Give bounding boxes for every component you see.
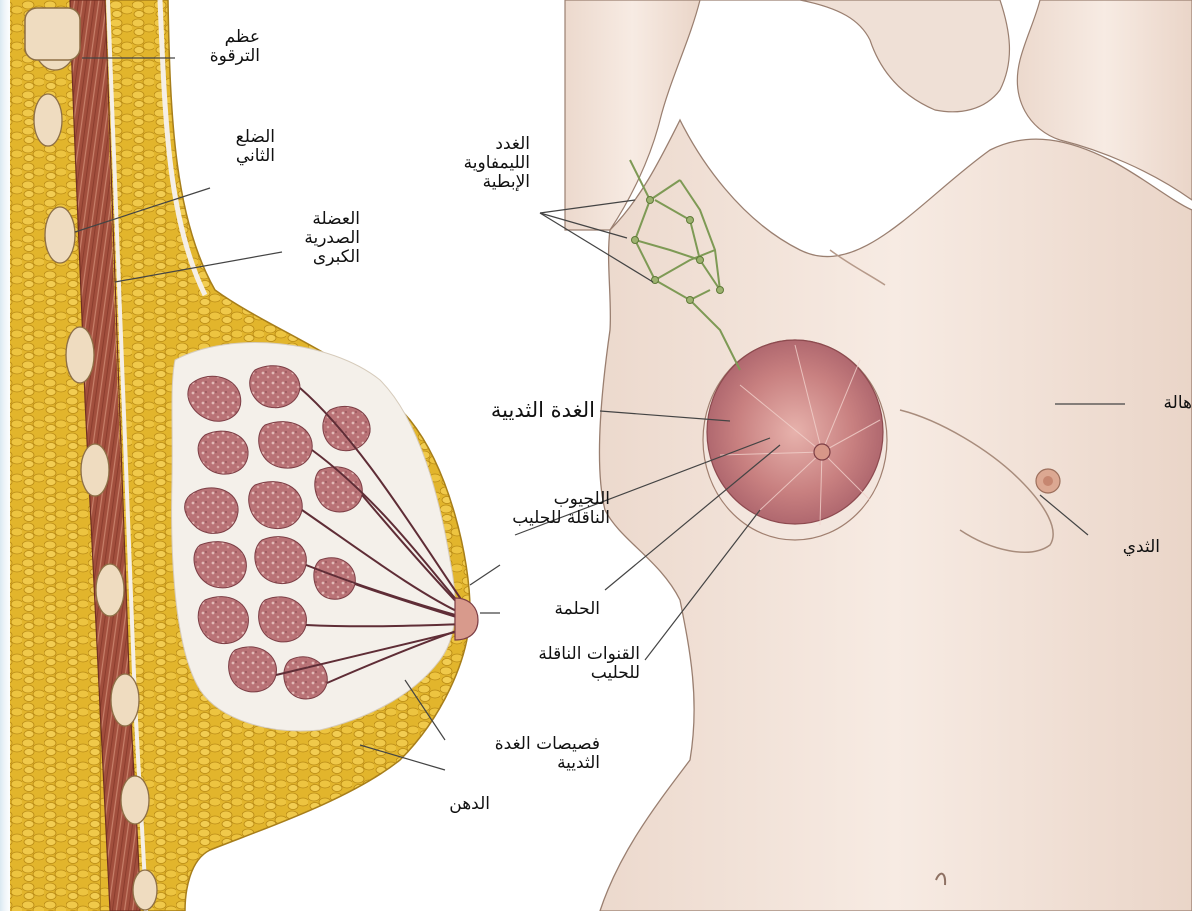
- label-axillary-lymph-nodes: الغدد الليمفاوية الإبطية: [410, 135, 530, 192]
- label-milk-ducts: القنوات الناقلة للحليب: [490, 645, 640, 683]
- nipple-center: [814, 444, 830, 460]
- label-second-rib: الضلع الثاني: [195, 128, 275, 166]
- nipple-right: [1043, 476, 1053, 486]
- torso: [600, 120, 1192, 911]
- label-areola: هالة: [1120, 394, 1192, 413]
- label-fat: الدهن: [410, 795, 490, 814]
- label-gland-lobules: فصيصات الغدة الثديية: [440, 735, 600, 773]
- label-pectoralis-major: العضلة الصدرية الكبرى: [270, 210, 360, 267]
- label-lactiferous-sinuses: اللجيوب الناقلة للحليب: [470, 490, 610, 528]
- head: [700, 0, 1009, 112]
- label-nipple: الحلمة: [500, 600, 600, 619]
- nipple: [455, 598, 478, 640]
- clavicle-bone: [25, 8, 80, 60]
- label-breast: الثدي: [1080, 538, 1160, 557]
- label-clavicle: عظم الترقوة: [180, 28, 260, 66]
- label-mammary-gland: الغدة الثديية: [385, 398, 595, 422]
- torso-illustration: [565, 0, 1192, 911]
